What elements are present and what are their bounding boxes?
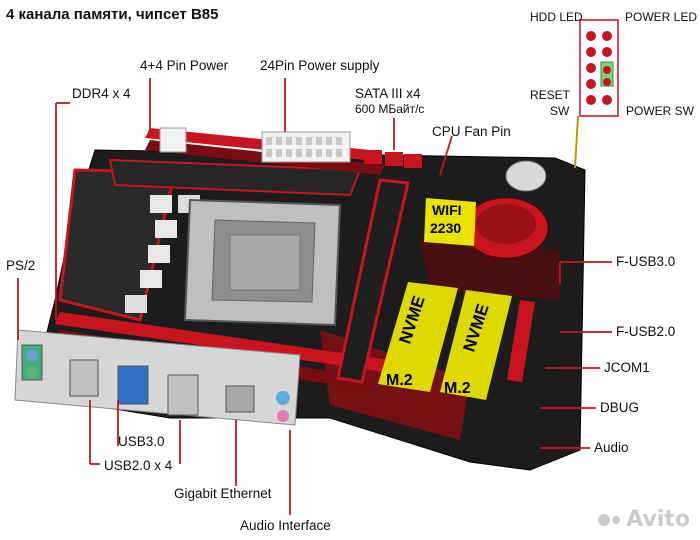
sata-ports <box>364 150 422 168</box>
label-gigabit-ethernet: Gigabit Ethernet <box>174 486 272 501</box>
label-usb2: USB2.0 x 4 <box>104 458 173 473</box>
label-power-sw: POWER SW <box>626 104 694 118</box>
io-ports <box>21 344 290 422</box>
label-audio: Audio <box>594 440 629 455</box>
label-f-usb2: F-USB2.0 <box>616 324 676 339</box>
cpu-8pin-connector <box>159 127 187 153</box>
callout-lines <box>17 78 612 515</box>
atx-24pin-connector <box>261 131 351 163</box>
label-24pin-power: 24Pin Power supply <box>260 58 380 73</box>
dimm-slot-lower-1 <box>55 312 390 372</box>
label-ddr4: DDR4 x 4 <box>72 86 131 101</box>
wifi-highlight <box>424 198 476 246</box>
label-hdd-led: HDD LED <box>530 10 583 24</box>
nvme-slot-2-highlight <box>440 290 512 400</box>
label-dbug: DBUG <box>600 400 640 415</box>
watermark-text: Avito <box>626 507 690 532</box>
label-audio-interface: Audio Interface <box>240 518 331 533</box>
front-panel-header-diagram <box>574 19 619 169</box>
m2-label-2: M.2 <box>444 380 471 397</box>
wifi-label-line1: WIFI <box>432 202 462 218</box>
avito-watermark: Avito <box>598 507 690 532</box>
pcie-slot-1 <box>336 178 410 384</box>
label-ps2: PS/2 <box>6 258 36 273</box>
m2-label-1: M.2 <box>386 372 413 389</box>
cmos-battery <box>505 160 547 192</box>
label-sata-speed: 600 МБайт/с <box>355 102 425 116</box>
vrm-heatsink-top <box>108 158 362 197</box>
avito-logo-dot-small <box>612 516 621 524</box>
label-reset-sw: RESET <box>530 88 571 102</box>
page-title: 4 канала памяти, чипсет B85 <box>6 6 219 23</box>
label-sata: SATA III x4 <box>355 86 421 101</box>
label-power-led: POWER LED <box>625 10 698 24</box>
label-usb3: USB3.0 <box>118 434 165 449</box>
label-f-usb3: F-USB3.0 <box>616 254 676 269</box>
wifi-label-line2: 2230 <box>430 220 462 236</box>
nvme-slot-1-highlight <box>378 282 458 392</box>
label-cpu-fan: CPU Fan Pin <box>432 124 511 139</box>
pcie-slot-2 <box>507 300 535 382</box>
label-4plus4-pin-power: 4+4 Pin Power <box>140 58 229 73</box>
avito-logo-dot <box>598 514 611 526</box>
label-jcom1: JCOM1 <box>604 360 650 375</box>
label-reset-sw-2: SW <box>550 104 570 118</box>
vrm-chokes <box>125 195 200 313</box>
